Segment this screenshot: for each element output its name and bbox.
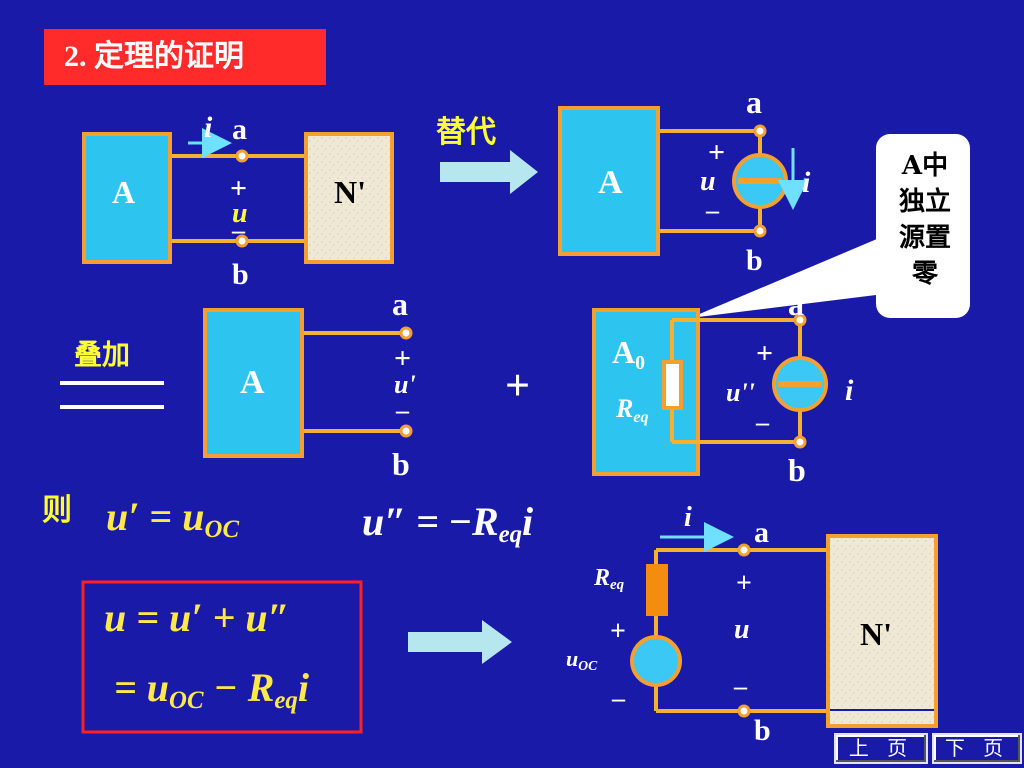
label-plus: +	[708, 136, 726, 169]
terminal-a	[399, 326, 413, 340]
label-terminal-b: b	[754, 714, 771, 747]
label-terminal-a: a	[754, 516, 769, 549]
label-current-i: i	[845, 374, 854, 407]
equation-superposition: u = u′ + u″	[104, 595, 290, 640]
label-minus: –	[396, 396, 409, 425]
label-network-a0: A0	[612, 334, 646, 374]
label-minus: –	[756, 408, 769, 437]
equals-bar-top	[60, 381, 164, 385]
terminal-a	[793, 313, 807, 327]
slide-title: 2. 定理的证明	[44, 29, 326, 85]
label-network-n: N'	[334, 174, 366, 210]
label-terminal-a: a	[746, 84, 762, 120]
callout-text: A中独立源置零	[898, 151, 951, 289]
circuit-thevenin	[630, 522, 938, 728]
label-terminal-a: a	[392, 286, 408, 322]
label-terminal-b: b	[788, 452, 806, 488]
label-superpose: 叠加	[74, 338, 131, 371]
label-current-i: i	[684, 502, 692, 533]
label-uoc: uOC	[566, 646, 598, 674]
label-minus: –	[706, 196, 719, 225]
terminal-b	[399, 424, 413, 438]
label-network-n: N'	[860, 616, 892, 652]
circuit-superpose-2	[592, 308, 828, 476]
label-terminal-a: a	[232, 113, 247, 146]
label-plus: +	[394, 342, 412, 375]
label-terminal-a: a	[788, 286, 804, 322]
label-req: Req	[594, 565, 625, 594]
current-source-bar	[738, 178, 782, 184]
equals-bar-bottom	[60, 405, 164, 409]
network-a-box	[203, 308, 304, 458]
result-box	[81, 580, 363, 734]
label-minus: –	[232, 216, 245, 245]
network-a-box	[558, 106, 660, 256]
resistor-icon	[662, 360, 683, 410]
label-current-i: i	[802, 166, 811, 199]
label-source-minus: –	[612, 684, 625, 713]
label-plus: +	[736, 568, 752, 599]
label-terminal-b: b	[392, 446, 410, 482]
label-voltage-u-dprime: u''	[726, 378, 755, 407]
network-n-box	[826, 534, 938, 728]
terminal-b	[737, 704, 751, 718]
current-source-bar	[778, 381, 822, 387]
circuit-superpose-1	[203, 308, 413, 458]
label-network-a: A	[598, 164, 623, 201]
label-then: 则	[42, 493, 72, 528]
terminal-a	[737, 543, 751, 557]
result-arrow-icon	[408, 620, 512, 664]
label-network-a: A	[112, 174, 136, 210]
label-current-i: i	[204, 111, 213, 144]
voltage-source-icon	[630, 635, 682, 687]
terminal-a	[753, 124, 767, 138]
equation-result: = uOC − Reqi	[114, 665, 309, 715]
network-a-box	[82, 132, 172, 264]
label-plus: +	[230, 172, 248, 205]
circuit-original	[82, 128, 394, 264]
resistor-icon	[646, 564, 668, 616]
terminal-b	[235, 234, 249, 248]
label-plus: +	[756, 337, 774, 370]
replace-arrow-icon	[440, 150, 538, 194]
label-terminal-b: b	[232, 258, 249, 291]
label-source-plus: +	[610, 616, 626, 647]
next-page-button[interactable]: 下 页	[932, 733, 1022, 764]
label-voltage-u: u	[232, 198, 248, 229]
terminal-b	[793, 435, 807, 449]
label-voltage-u: u	[734, 614, 750, 645]
label-replace: 替代	[436, 115, 496, 150]
equation-u-dprime: u″ = −Reqi	[362, 499, 534, 549]
terminal-a	[235, 149, 249, 163]
terminal-b	[753, 224, 767, 238]
prev-page-button[interactable]: 上 页	[834, 733, 928, 764]
label-voltage-u-prime: u'	[394, 370, 416, 399]
label-minus: –	[734, 672, 747, 701]
label-network-a: A	[240, 364, 265, 401]
label-big-plus: +	[505, 361, 531, 410]
circuit-replaced	[558, 106, 808, 256]
network-n-box	[304, 132, 394, 264]
label-req: Req	[616, 394, 649, 426]
equation-u-prime: u′ = uOC	[106, 494, 239, 544]
callout-bubble	[876, 134, 970, 318]
label-voltage-u: u	[700, 166, 716, 197]
callout-pointer	[690, 236, 884, 318]
label-terminal-b: b	[746, 244, 763, 277]
